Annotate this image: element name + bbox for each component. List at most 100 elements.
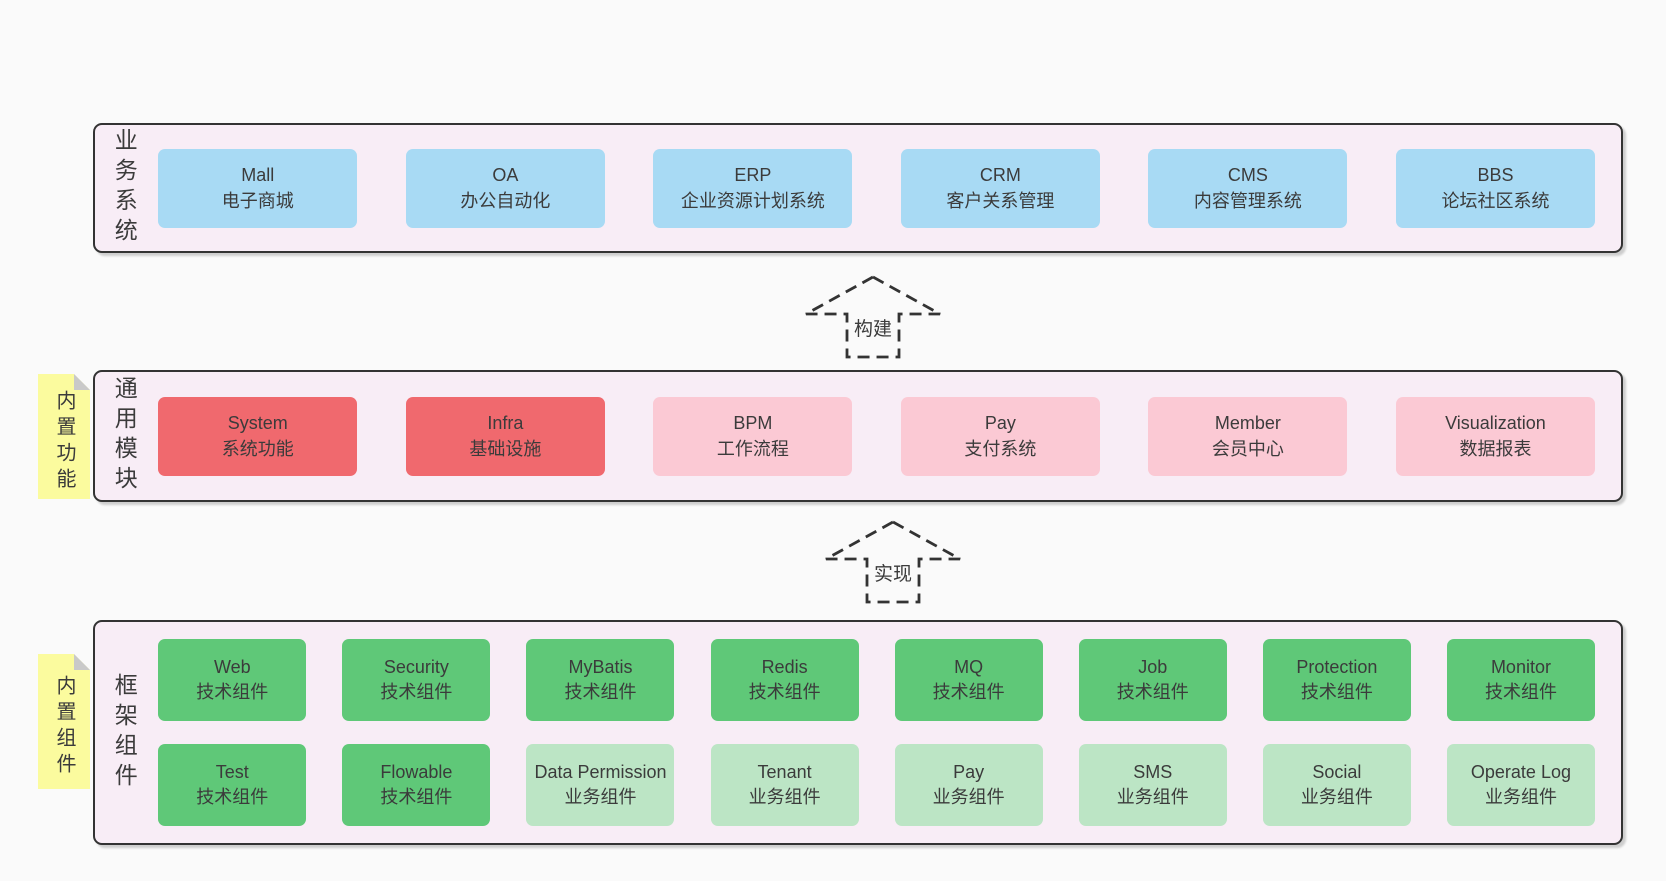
node-job-zh: 技术组件 — [1116, 682, 1189, 702]
node-infra: Infra 基础设施 — [405, 396, 605, 476]
node-social-zh: 业务组件 — [1300, 787, 1373, 807]
node-sms-en: SMS — [1133, 762, 1173, 782]
business-systems-row: Mall 电子商城 OA 办公自动化 ERP 企业资源计划系统 CRM 客户关系… — [136, 148, 1621, 228]
node-erp-zh: 企业资源计划系统 — [680, 191, 825, 211]
node-social-en: Social — [1312, 762, 1362, 782]
framework-components-rows: Web 技术组件 Security 技术组件 MyBatis 技术组件 Redi… — [136, 639, 1621, 826]
node-system: System 系统功能 — [158, 396, 358, 476]
node-cms: CMS 内容管理系统 — [1148, 148, 1348, 228]
node-tenant-en: Tenant — [757, 762, 812, 782]
node-visualization: Visualization 数据报表 — [1395, 396, 1595, 476]
node-sms-zh: 业务组件 — [1116, 787, 1189, 807]
node-visualization-en: Visualization — [1445, 413, 1546, 433]
node-monitor-zh: 技术组件 — [1484, 682, 1557, 702]
node-pay-component-zh: 业务组件 — [932, 787, 1005, 807]
sticky-note-built-in-components: 内置组件 — [38, 654, 90, 789]
node-data-permission-zh: 业务组件 — [564, 787, 637, 807]
node-test-en: Test — [215, 762, 249, 782]
framework-components-row-1: Web 技术组件 Security 技术组件 MyBatis 技术组件 Redi… — [158, 639, 1595, 721]
framework-components-row-2: Test 技术组件 Flowable 技术组件 Data Permission … — [158, 744, 1595, 826]
node-infra-en: Infra — [487, 413, 524, 433]
node-mybatis: MyBatis 技术组件 — [526, 639, 675, 721]
node-bpm-en: BPM — [733, 413, 773, 433]
node-security: Security 技术组件 — [342, 639, 491, 721]
sticky-built-in-features-label: 内置功能 — [53, 389, 75, 494]
node-redis-en: Redis — [761, 657, 808, 677]
node-mall: Mall 电子商城 — [158, 148, 358, 228]
node-sms: SMS 业务组件 — [1078, 744, 1227, 826]
node-mq-zh: 技术组件 — [932, 682, 1005, 702]
node-pay-component: Pay 业务组件 — [894, 744, 1043, 826]
business-systems-side-label: 业务系统 — [111, 128, 138, 248]
node-mq: MQ 技术组件 — [894, 639, 1043, 721]
node-security-zh: 技术组件 — [380, 682, 453, 702]
node-protection-zh: 技术组件 — [1300, 682, 1373, 702]
node-bbs-zh: 论坛社区系统 — [1441, 191, 1550, 211]
node-bbs: BBS 论坛社区系统 — [1395, 148, 1595, 228]
node-operate-log-zh: 业务组件 — [1484, 787, 1557, 807]
node-data-permission: Data Permission 业务组件 — [526, 744, 675, 826]
node-flowable: Flowable 技术组件 — [342, 744, 491, 826]
node-erp-en: ERP — [734, 165, 772, 185]
node-web-zh: 技术组件 — [196, 682, 269, 702]
node-member-en: Member — [1214, 413, 1281, 433]
node-member-zh: 会员中心 — [1211, 439, 1284, 459]
node-cms-zh: 内容管理系统 — [1193, 191, 1302, 211]
node-mq-en: MQ — [954, 657, 984, 677]
up-arrow-implement-icon: 实现 — [823, 519, 963, 605]
node-oa-en: OA — [492, 165, 519, 185]
node-bpm-zh: 工作流程 — [716, 439, 789, 459]
node-pay-module-en: Pay — [984, 413, 1016, 433]
node-flowable-zh: 技术组件 — [380, 787, 453, 807]
node-test-zh: 技术组件 — [196, 787, 269, 807]
build-arrow-label: 构建 — [849, 312, 897, 343]
node-pay-component-en: Pay — [953, 762, 985, 782]
node-infra-zh: 基础设施 — [469, 439, 542, 459]
node-mall-zh: 电子商城 — [221, 191, 294, 211]
node-bpm: BPM 工作流程 — [653, 396, 853, 476]
node-operate-log-en: Operate Log — [1470, 762, 1571, 782]
node-mybatis-zh: 技术组件 — [564, 682, 637, 702]
node-data-permission-en: Data Permission — [534, 762, 667, 782]
node-oa-zh: 办公自动化 — [460, 191, 551, 211]
business-systems-container: 业务系统 Mall 电子商城 OA 办公自动化 ERP 企业资源计划系统 CRM… — [93, 123, 1623, 253]
node-test: Test 技术组件 — [158, 744, 307, 826]
framework-components-side-label: 框架组件 — [111, 672, 138, 793]
node-job: Job 技术组件 — [1078, 639, 1227, 721]
common-modules-container: 通用模块 System 系统功能 Infra 基础设施 BPM 工作流程 Pay… — [93, 370, 1623, 502]
node-protection: Protection 技术组件 — [1262, 639, 1411, 721]
dashed-up-arrow-icon — [805, 275, 941, 359]
node-social: Social 业务组件 — [1262, 744, 1411, 826]
sticky-built-in-components-label: 内置组件 — [53, 674, 75, 779]
node-crm-en: CRM — [979, 165, 1021, 185]
node-crm: CRM 客户关系管理 — [900, 148, 1100, 228]
node-cms-en: CMS — [1227, 165, 1268, 185]
framework-components-container: 框架组件 Web 技术组件 Security 技术组件 MyBatis 技术组件… — [93, 620, 1623, 845]
up-arrow-build-icon: 构建 — [803, 274, 943, 360]
node-web: Web 技术组件 — [158, 639, 307, 721]
node-system-en: System — [227, 413, 288, 433]
node-redis: Redis 技术组件 — [710, 639, 859, 721]
node-monitor: Monitor 技术组件 — [1446, 639, 1595, 721]
node-member: Member 会员中心 — [1148, 396, 1348, 476]
node-job-en: Job — [1138, 657, 1168, 677]
node-oa: OA 办公自动化 — [405, 148, 605, 228]
node-protection-en: Protection — [1296, 657, 1378, 677]
implement-arrow-label: 实现 — [869, 557, 917, 588]
node-tenant: Tenant 业务组件 — [710, 744, 859, 826]
node-security-en: Security — [383, 657, 449, 677]
node-mybatis-en: MyBatis — [568, 657, 633, 677]
node-visualization-zh: 数据报表 — [1459, 439, 1532, 459]
node-crm-zh: 客户关系管理 — [946, 191, 1055, 211]
node-pay-module-zh: 支付系统 — [964, 439, 1037, 459]
node-system-zh: 系统功能 — [221, 439, 294, 459]
node-mall-en: Mall — [241, 165, 275, 185]
node-pay-module: Pay 支付系统 — [900, 396, 1100, 476]
node-flowable-en: Flowable — [380, 762, 453, 782]
common-modules-side-label: 通用模块 — [111, 376, 138, 496]
node-erp: ERP 企业资源计划系统 — [653, 148, 853, 228]
node-redis-zh: 技术组件 — [748, 682, 821, 702]
node-operate-log: Operate Log 业务组件 — [1446, 744, 1595, 826]
common-modules-row: System 系统功能 Infra 基础设施 BPM 工作流程 Pay 支付系统… — [136, 396, 1621, 476]
node-web-en: Web — [213, 657, 251, 677]
